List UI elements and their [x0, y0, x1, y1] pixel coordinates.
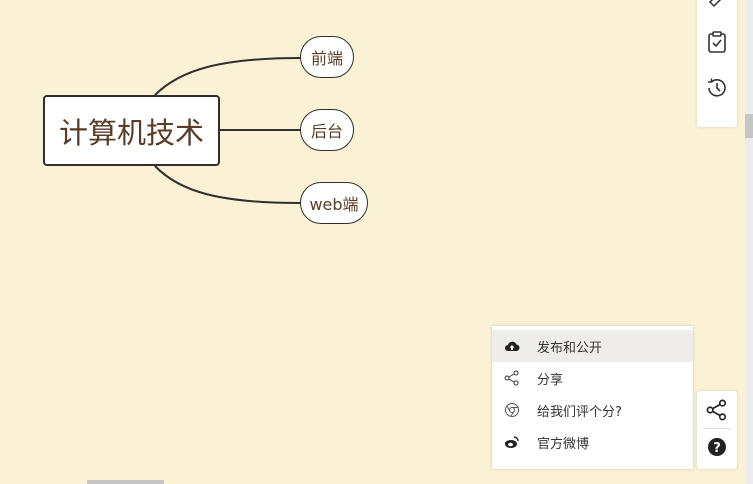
connector-3	[154, 165, 302, 204]
menu-item-label: 官方微博	[537, 436, 590, 452]
topic-backend[interactable]: 后台	[300, 109, 354, 151]
menu-item-share[interactable]: 分享	[492, 362, 693, 394]
vertical-scrollbar[interactable]	[745, 0, 753, 484]
right-toolbar	[697, 0, 737, 127]
menu-item-weibo[interactable]: 官方微博	[492, 426, 693, 458]
clipboard-check-icon[interactable]	[705, 30, 729, 54]
topic-frontend[interactable]: 前端	[300, 36, 354, 78]
weibo-icon	[505, 436, 519, 448]
menu-item-rate[interactable]: 给我们评个分?	[492, 394, 693, 426]
edit-icon[interactable]	[705, 0, 729, 16]
menu-item-label: 发布和公开	[537, 340, 603, 356]
history-icon[interactable]	[705, 76, 729, 100]
menu-item-label: 给我们评个分?	[537, 404, 622, 420]
share-menu: 发布和公开 分享 给我们评个分? 官方微博	[492, 326, 693, 469]
vertical-scroll-thumb[interactable]	[745, 114, 753, 138]
side-buttons: ?	[697, 391, 737, 469]
share-icon	[504, 370, 519, 386]
svg-text:?: ?	[713, 441, 721, 456]
horizontal-scroll-thumb[interactable]	[87, 480, 164, 484]
root-topic[interactable]: 计算机技术	[43, 95, 220, 166]
cloud-upload-icon	[505, 341, 520, 352]
topic-web[interactable]: web端	[300, 182, 368, 224]
menu-item-label: 分享	[537, 372, 564, 388]
share-icon[interactable]	[706, 399, 728, 421]
help-icon[interactable]: ?	[707, 437, 727, 457]
menu-item-publish[interactable]: 发布和公开	[492, 330, 693, 362]
connector-1	[154, 57, 302, 96]
divider	[703, 428, 731, 429]
chrome-icon	[505, 403, 519, 417]
